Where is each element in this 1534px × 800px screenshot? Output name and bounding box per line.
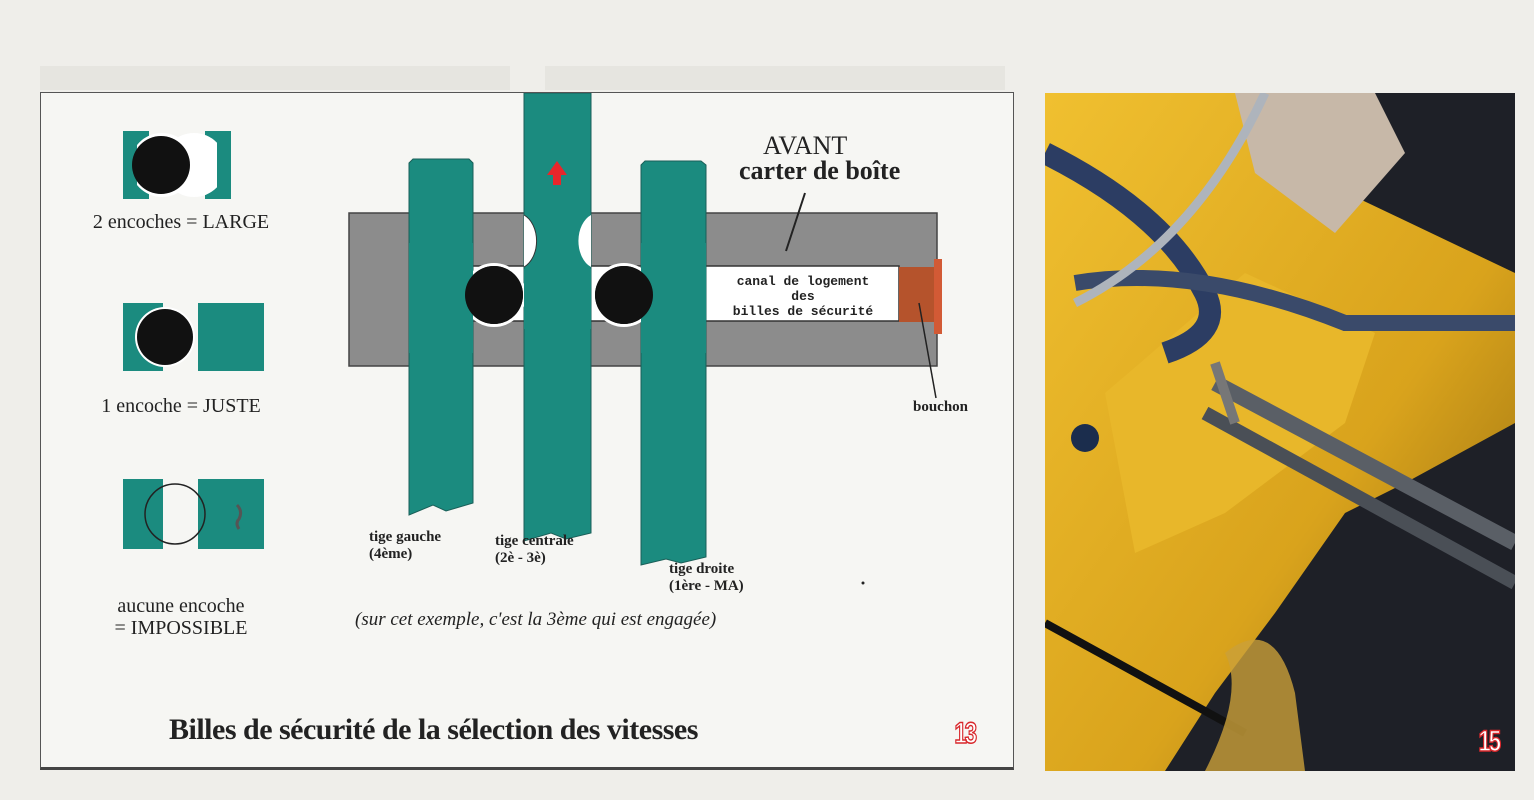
arrow-up-icon bbox=[547, 161, 567, 185]
diagram-figure-13: 2 encoches = LARGE 1 encoche = JUSTE auc… bbox=[40, 92, 1014, 770]
label-canal: canal de logement des billes de sécurité bbox=[705, 274, 901, 319]
gearbox-photo bbox=[1045, 93, 1515, 771]
label-line: tige centrale bbox=[495, 533, 574, 549]
plug-flange bbox=[934, 259, 942, 334]
legend-label-juste: 1 encoche = JUSTE bbox=[101, 395, 261, 417]
label-line: tige droite bbox=[669, 561, 735, 577]
legend-icon-no-notch bbox=[123, 479, 264, 549]
plug bbox=[899, 267, 935, 322]
gearbox-diagram bbox=[123, 93, 942, 585]
background-text-column bbox=[40, 66, 510, 90]
photo-figure-15: 15 bbox=[1045, 93, 1515, 771]
example-note: (sur cet exemple, c'est la 3ème qui est … bbox=[355, 609, 717, 630]
label-rod-right: tige droite (1ère - MA) bbox=[669, 561, 744, 595]
legend-icon-two-notches bbox=[123, 131, 231, 199]
legend-label-impossible: aucune encoche = IMPOSSIBLE bbox=[61, 595, 301, 639]
label-line: tige gauche bbox=[369, 529, 442, 545]
label-rod-center: tige centrale (2è - 3è) bbox=[495, 533, 574, 567]
background-text-column bbox=[545, 66, 1005, 90]
label-line: canal de logement bbox=[736, 274, 870, 289]
rod-right bbox=[640, 160, 707, 566]
label-bouchon: bouchon bbox=[913, 399, 969, 415]
legend-label-line: aucune encoche bbox=[117, 595, 245, 617]
label-line: billes de sécurité bbox=[732, 304, 874, 319]
label-line: des bbox=[791, 289, 815, 304]
label-line: (2è - 3è) bbox=[495, 550, 546, 566]
legend-label-line: = IMPOSSIBLE bbox=[114, 617, 248, 639]
figure-title: Billes de sécurité de la sélection des v… bbox=[169, 713, 698, 746]
figure-number-13: 13 bbox=[954, 716, 978, 751]
label-line: (4ème) bbox=[369, 546, 413, 562]
legend-label-large: 2 encoches = LARGE bbox=[92, 211, 270, 233]
legend-icon-one-notch bbox=[123, 303, 264, 371]
figure-number-15: 15 bbox=[1478, 724, 1502, 759]
label-rod-left: tige gauche (4ème) bbox=[369, 529, 441, 563]
label-avant: AVANT bbox=[763, 131, 848, 160]
label-line: (1ère - MA) bbox=[669, 578, 744, 594]
label-carter: carter de boîte bbox=[739, 156, 901, 185]
